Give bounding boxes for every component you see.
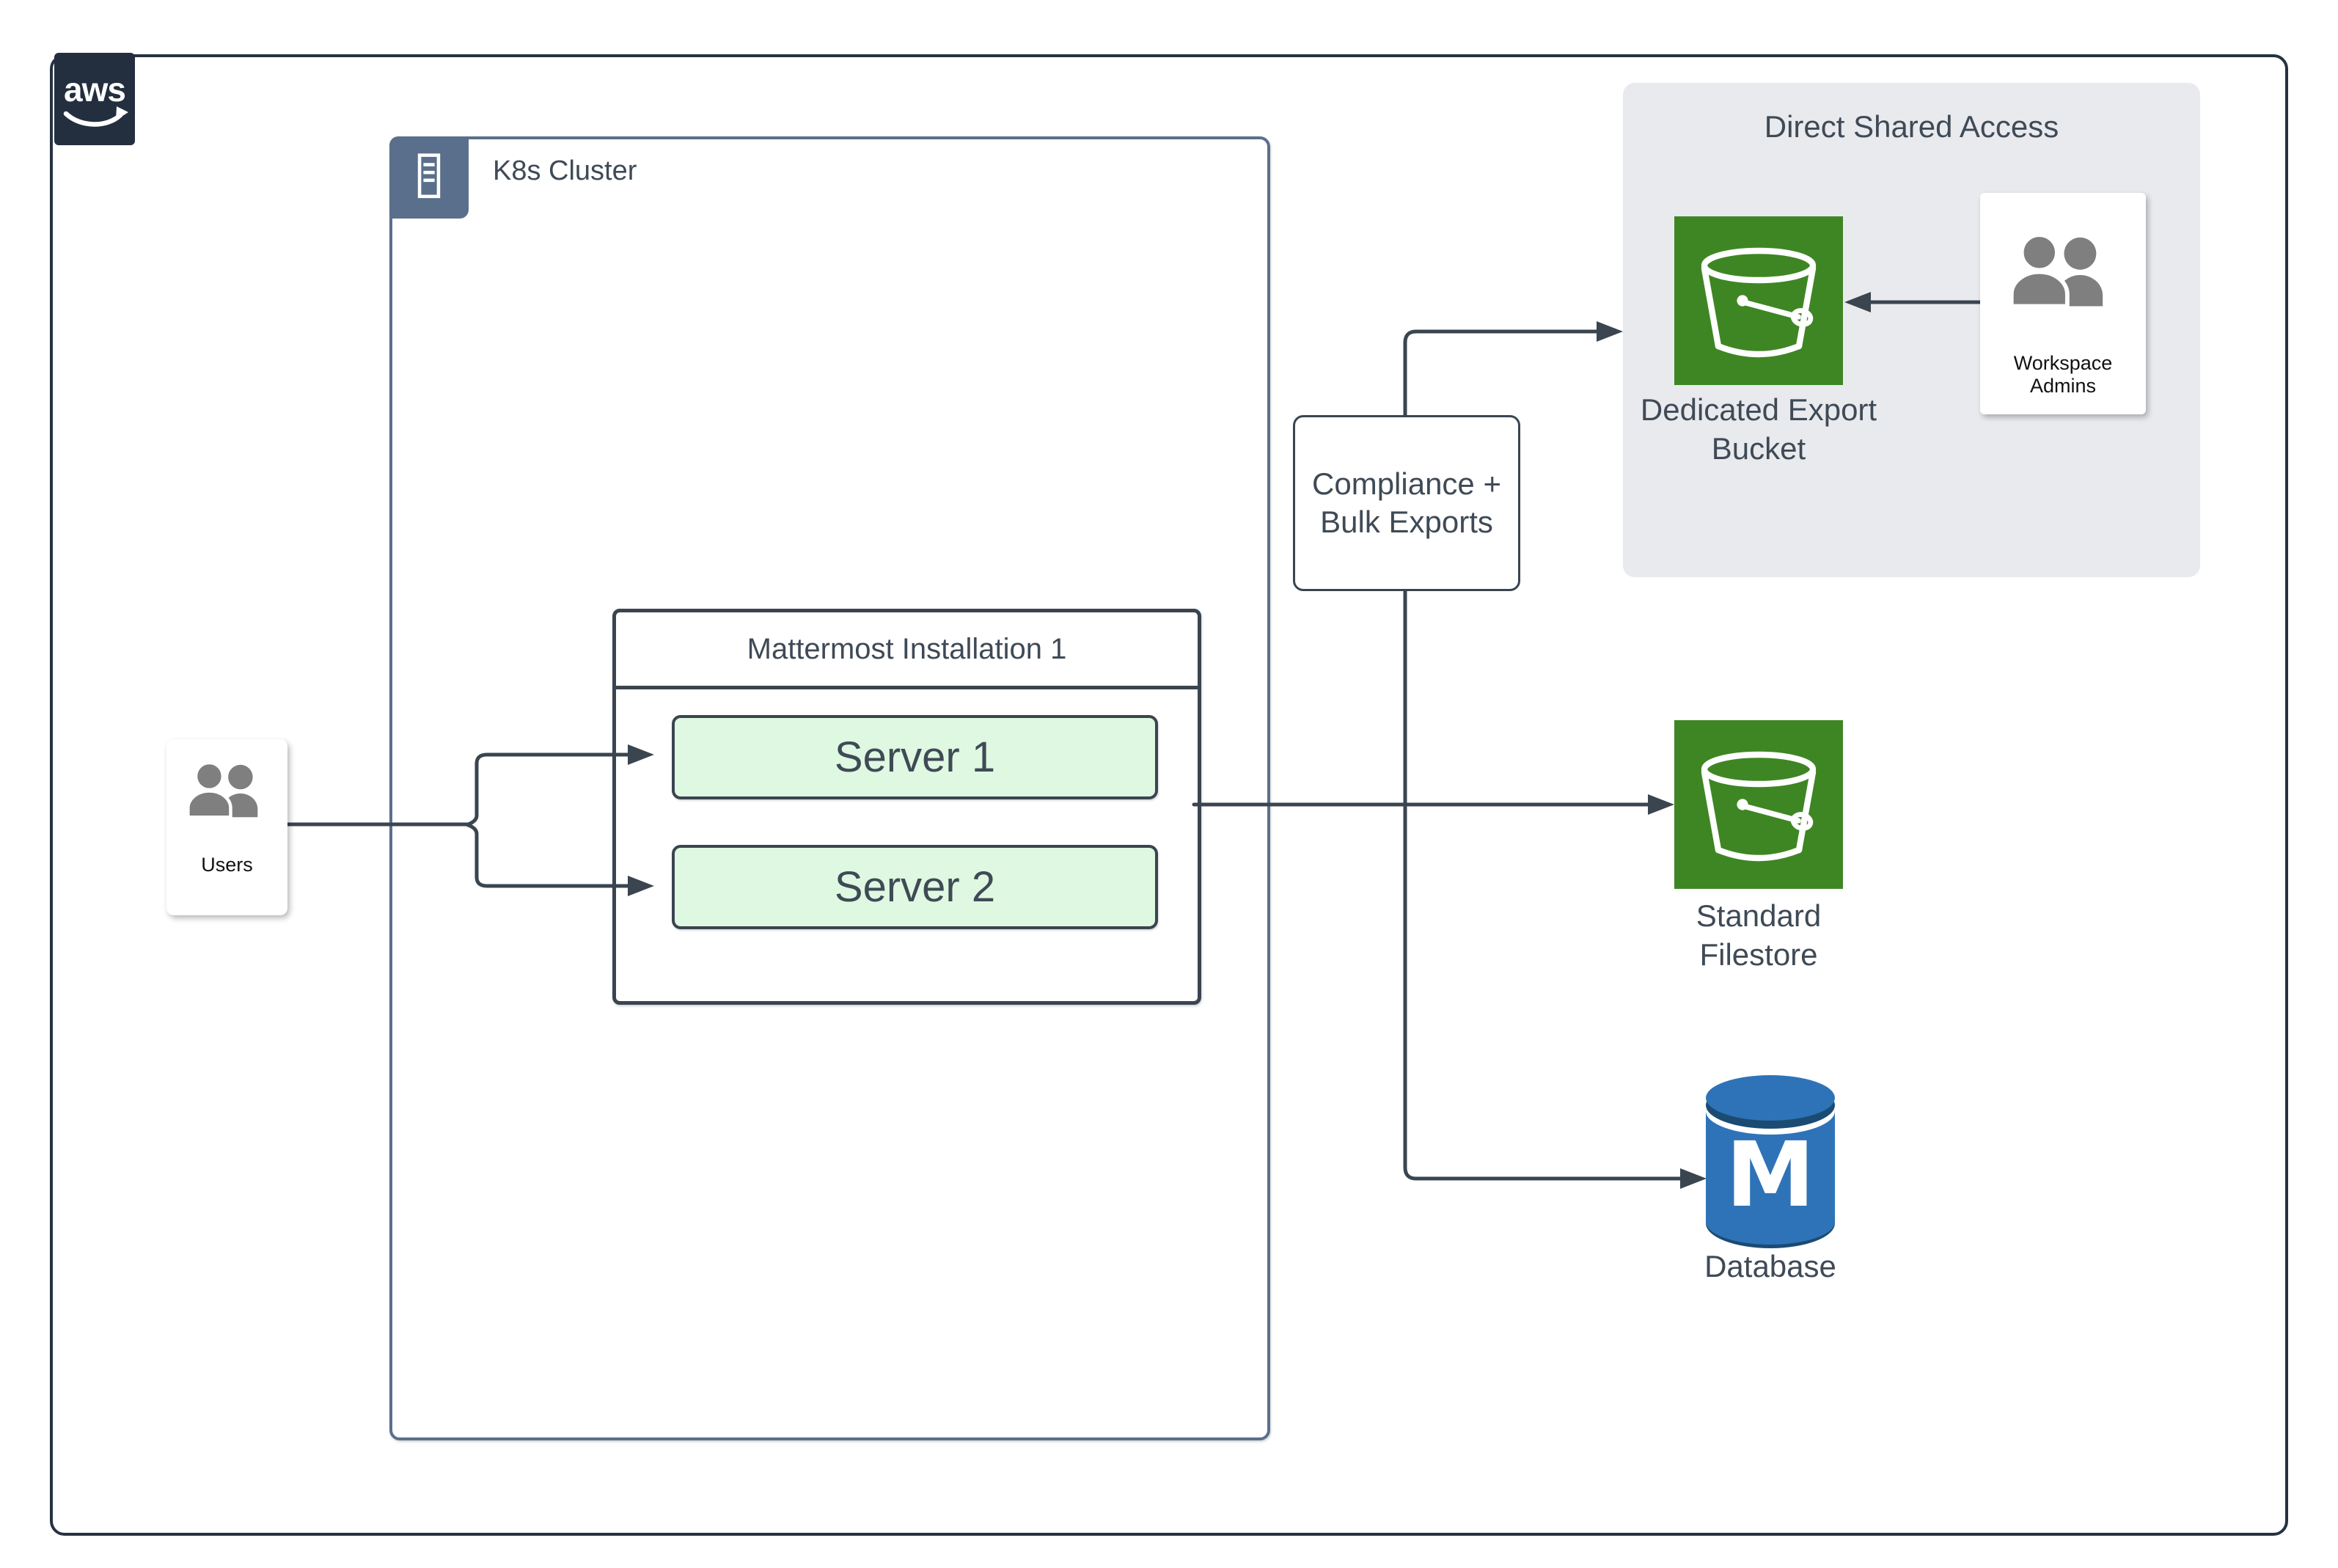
- database-monogram: M: [1726, 1123, 1814, 1227]
- users-node: Users: [166, 739, 287, 915]
- workspace-admins-label: Workspace Admins: [2013, 352, 2113, 397]
- mattermost-installation-container: Mattermost Installation 1 Server 1 Serve…: [612, 609, 1201, 1005]
- s3-bucket-icon: [1701, 247, 1817, 358]
- server-2-node: Server 2: [672, 845, 1158, 929]
- standard-filestore-label: Standard Filestore: [1696, 898, 1822, 972]
- aws-logo-text: aws: [64, 70, 125, 109]
- database-icon: M: [1705, 1069, 1836, 1253]
- database-cylinder-icon: M: [1706, 1075, 1835, 1248]
- users-icon: [186, 761, 257, 819]
- users-label: Users: [201, 854, 253, 876]
- server-rack-icon: [417, 153, 441, 199]
- server-1-node: Server 1: [672, 715, 1158, 799]
- k8s-cluster-label: K8s Cluster: [493, 155, 637, 186]
- dedicated-export-bucket-icon: [1674, 216, 1843, 385]
- workspace-admins-node: Workspace Admins: [1980, 193, 2146, 414]
- database-label: Database: [1704, 1249, 1836, 1283]
- direct-shared-access-title: Direct Shared Access: [1764, 109, 2059, 144]
- mattermost-installation-title: Mattermost Installation 1: [616, 612, 1198, 689]
- standard-filestore-icon: [1674, 720, 1843, 889]
- aws-logo-icon: aws: [63, 70, 128, 127]
- compliance-bulk-exports-node: Compliance + Bulk Exports: [1293, 415, 1520, 591]
- workspace-admins-icon: [2009, 232, 2103, 309]
- aws-smile-icon: [63, 111, 123, 127]
- s3-bucket-icon: [1701, 751, 1817, 862]
- dedicated-export-bucket-label: Dedicated Export Bucket: [1640, 392, 1877, 466]
- k8s-cluster-badge: [389, 136, 469, 219]
- aws-cloud-boundary: [50, 54, 2288, 1536]
- aws-logo: aws: [54, 53, 135, 145]
- aws-smile-arrow-tip: [116, 106, 128, 120]
- k8s-cluster-container: [389, 136, 1270, 1440]
